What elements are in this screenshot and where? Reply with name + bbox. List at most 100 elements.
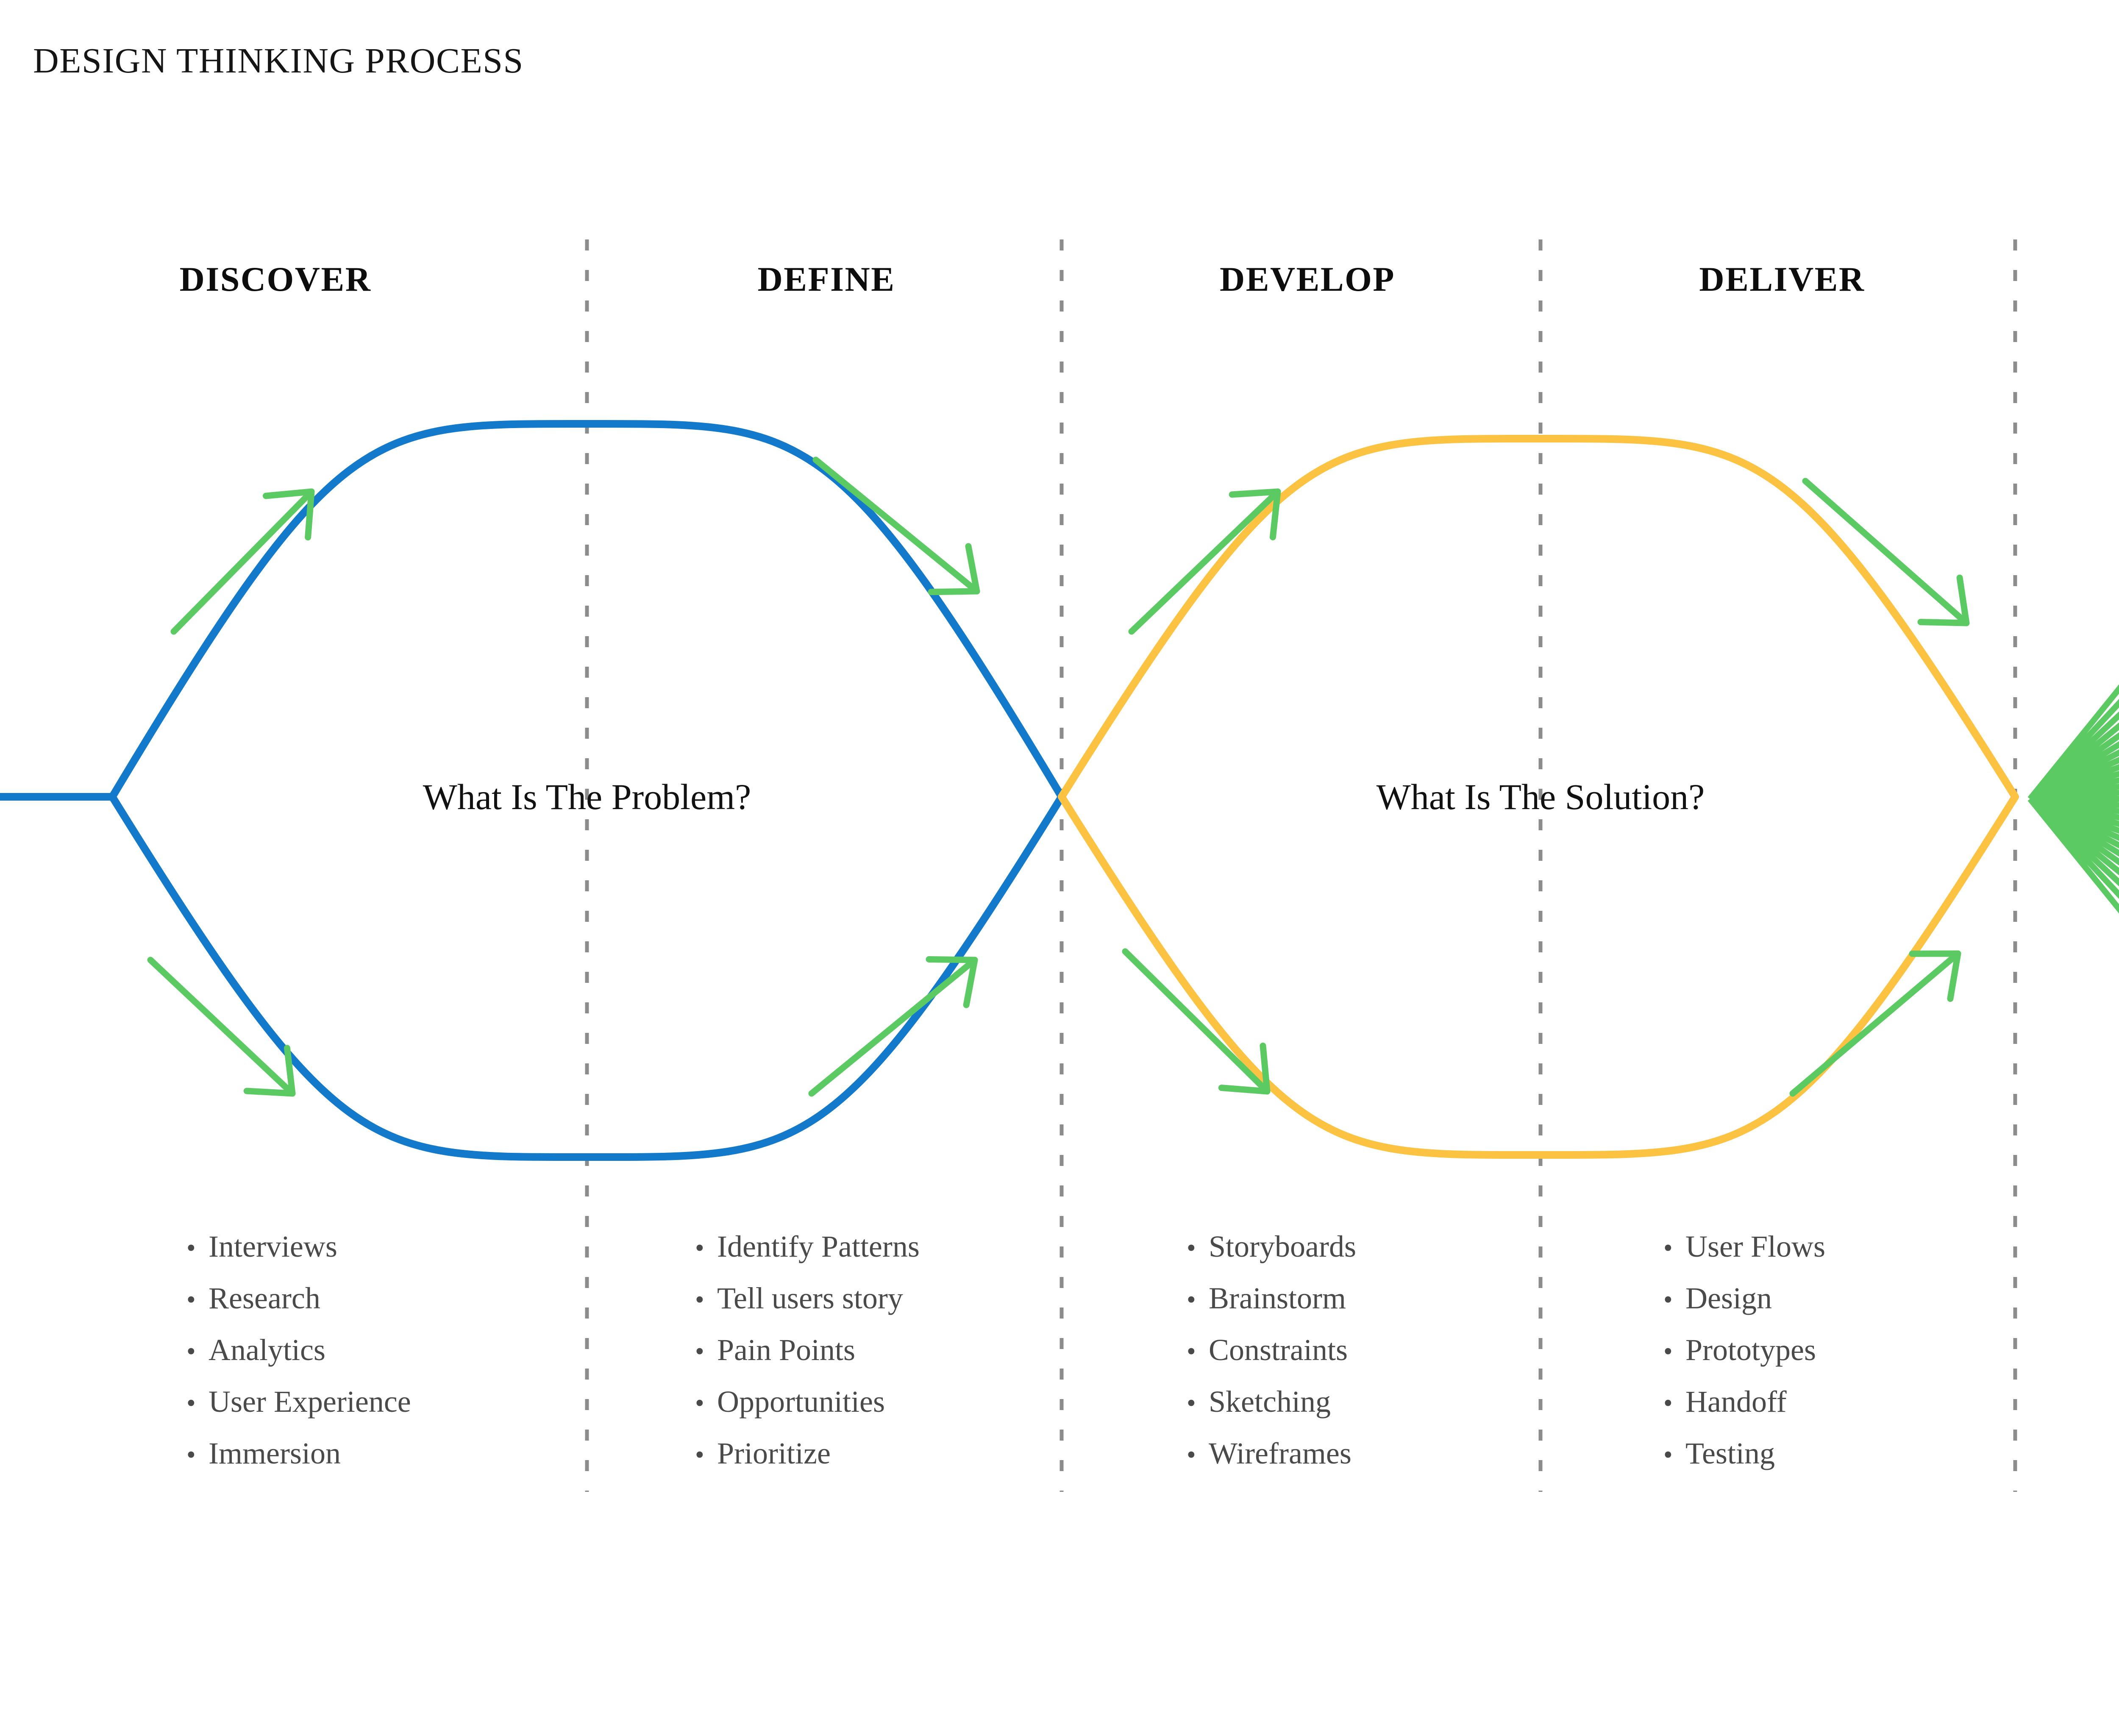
fan-ray-17 xyxy=(2029,796,2119,821)
arrow-chevron-icon xyxy=(928,543,980,595)
arrow-chevron-icon xyxy=(262,488,315,541)
list-item[interactable]: • User Experience xyxy=(186,1386,411,1438)
list-item[interactable]: •Prioritize xyxy=(695,1438,920,1490)
fan-ray-18 xyxy=(2029,796,2119,827)
evolve-fan-group xyxy=(2027,684,2119,914)
bullet-icon: • xyxy=(695,1337,704,1366)
fan-ray-20 xyxy=(2029,796,2119,841)
list-item-label: User Flows xyxy=(1685,1230,1826,1263)
list-item-label: Wireframes xyxy=(1209,1436,1351,1470)
phase-list-discover: •Interviews•Research•Analytics•User Expe… xyxy=(186,1231,411,1490)
progress-arrow-shaft-8 xyxy=(1789,950,1961,1097)
progress-arrow-shaft-7 xyxy=(1802,478,1970,626)
fan-ray-2 xyxy=(2027,698,2119,801)
phase-header-deliver: DELIVER xyxy=(1699,260,1865,298)
arrow-chevron-icon xyxy=(1229,488,1281,540)
bullet-icon: • xyxy=(1187,1234,1196,1263)
list-item-label: Storyboards xyxy=(1209,1230,1356,1263)
bullet-icon: • xyxy=(186,1234,196,1263)
list-item[interactable]: • Tell users story xyxy=(695,1283,920,1335)
list-item[interactable]: •Brainstorm xyxy=(1187,1283,1356,1335)
list-item-label: Research xyxy=(209,1281,320,1315)
bullet-icon: • xyxy=(1187,1337,1196,1366)
bullet-icon: • xyxy=(1187,1441,1196,1469)
list-item[interactable]: •Analytics xyxy=(186,1335,411,1386)
list-item[interactable]: •Immersion xyxy=(186,1438,411,1490)
list-item-label: User Experience xyxy=(209,1385,411,1419)
phase-divider-group xyxy=(585,239,2017,1492)
bullet-icon: • xyxy=(1663,1389,1673,1418)
diamond-label-problem: What Is The Problem? xyxy=(423,776,751,817)
fan-ray-9 xyxy=(2029,764,2119,802)
list-item-label: Tell users story xyxy=(717,1281,903,1315)
arrow-chevron-icon xyxy=(1218,1042,1271,1095)
page-title: DESIGN THINKING PROCESS xyxy=(33,41,524,81)
fan-ray-11 xyxy=(2029,777,2119,802)
fan-ray-6 xyxy=(2028,741,2119,801)
arrow-chevron-icon xyxy=(1909,950,1961,1002)
progress-arrows-group xyxy=(147,456,1970,1097)
phase-list-develop: • Storyboards •Brainstorm•Constraints•Sket… xyxy=(1187,1231,1356,1490)
fan-ray-16 xyxy=(2030,796,2119,815)
list-item[interactable]: • Design xyxy=(1663,1283,1825,1335)
list-item[interactable]: •Sketching xyxy=(1187,1386,1356,1438)
list-item[interactable]: • Handoff xyxy=(1663,1386,1825,1438)
phase-header-define: DEFINE xyxy=(757,260,895,298)
arrow-chevron-icon xyxy=(926,956,978,1008)
phase-header-discover: DISCOVER xyxy=(179,260,372,298)
bullet-icon: • xyxy=(695,1285,704,1314)
arrow-chevron-icon xyxy=(1917,574,1970,626)
list-item-label: Pain Points xyxy=(717,1333,856,1367)
bullet-icon: • xyxy=(186,1441,196,1469)
list-item[interactable]: •Opportunities xyxy=(695,1386,920,1438)
list-item-label: Testing xyxy=(1685,1436,1775,1470)
fan-ray-8 xyxy=(2029,757,2119,802)
list-item[interactable]: • User Flows xyxy=(1663,1231,1825,1283)
fan-ray-26 xyxy=(2027,797,2119,899)
bullet-icon: • xyxy=(186,1337,196,1366)
list-item[interactable]: •Interviews xyxy=(186,1231,411,1283)
list-item-label: Handoff xyxy=(1685,1385,1787,1419)
diamond-curves-group xyxy=(0,420,2019,1161)
bullet-icon: • xyxy=(695,1389,704,1418)
bullet-icon: • xyxy=(186,1389,196,1418)
fan-ray-23 xyxy=(2028,796,2119,866)
fan-ray-12 xyxy=(2030,783,2119,802)
list-item-label: Design xyxy=(1685,1281,1772,1315)
fan-ray-19 xyxy=(2029,796,2119,834)
fan-ray-27 xyxy=(2027,797,2119,914)
progress-arrow-shaft-4 xyxy=(808,957,978,1097)
fan-ray-1 xyxy=(2027,684,2119,801)
progress-arrow-shaft-1 xyxy=(170,488,315,635)
fan-ray-10 xyxy=(2029,771,2119,802)
list-item[interactable]: •Constraints xyxy=(1187,1335,1356,1386)
list-item[interactable]: • Wireframes xyxy=(1187,1438,1356,1490)
progress-arrow-shaft-2 xyxy=(147,957,296,1097)
list-item[interactable]: • Storyboards xyxy=(1187,1231,1356,1283)
bullet-icon: • xyxy=(1663,1337,1673,1366)
fan-ray-5 xyxy=(2028,732,2119,801)
bullet-icon: • xyxy=(1187,1285,1196,1314)
list-item-label: Identify Patterns xyxy=(717,1230,920,1263)
list-item[interactable]: •Testing xyxy=(1663,1438,1825,1490)
list-item[interactable]: • Pain Points xyxy=(695,1335,920,1386)
diamond-label-solution: What Is The Solution? xyxy=(1376,776,1705,817)
fan-ray-22 xyxy=(2028,796,2119,857)
bullet-icon: • xyxy=(1663,1234,1673,1263)
bullet-icon: • xyxy=(1187,1389,1196,1418)
progress-arrow-shaft-5 xyxy=(1128,488,1281,635)
list-item[interactable]: • Identify Patterns xyxy=(695,1231,920,1283)
bullet-icon: • xyxy=(1663,1285,1673,1314)
phase-list-deliver: • User Flows • Design • Prototypes • Handoff •Te… xyxy=(1663,1231,1825,1490)
bullet-icon: • xyxy=(695,1234,704,1263)
fan-ray-15 xyxy=(2030,796,2119,808)
progress-arrow-shaft-6 xyxy=(1122,948,1271,1095)
progress-arrow-shaft-3 xyxy=(812,456,980,595)
list-item-label: Prototypes xyxy=(1685,1333,1816,1367)
list-item[interactable]: • Prototypes xyxy=(1663,1335,1825,1386)
fan-ray-3 xyxy=(2028,711,2119,801)
list-item[interactable]: •Research xyxy=(186,1283,411,1335)
phase-list-define: • Identify Patterns • Tell users story • Pain… xyxy=(695,1231,920,1490)
